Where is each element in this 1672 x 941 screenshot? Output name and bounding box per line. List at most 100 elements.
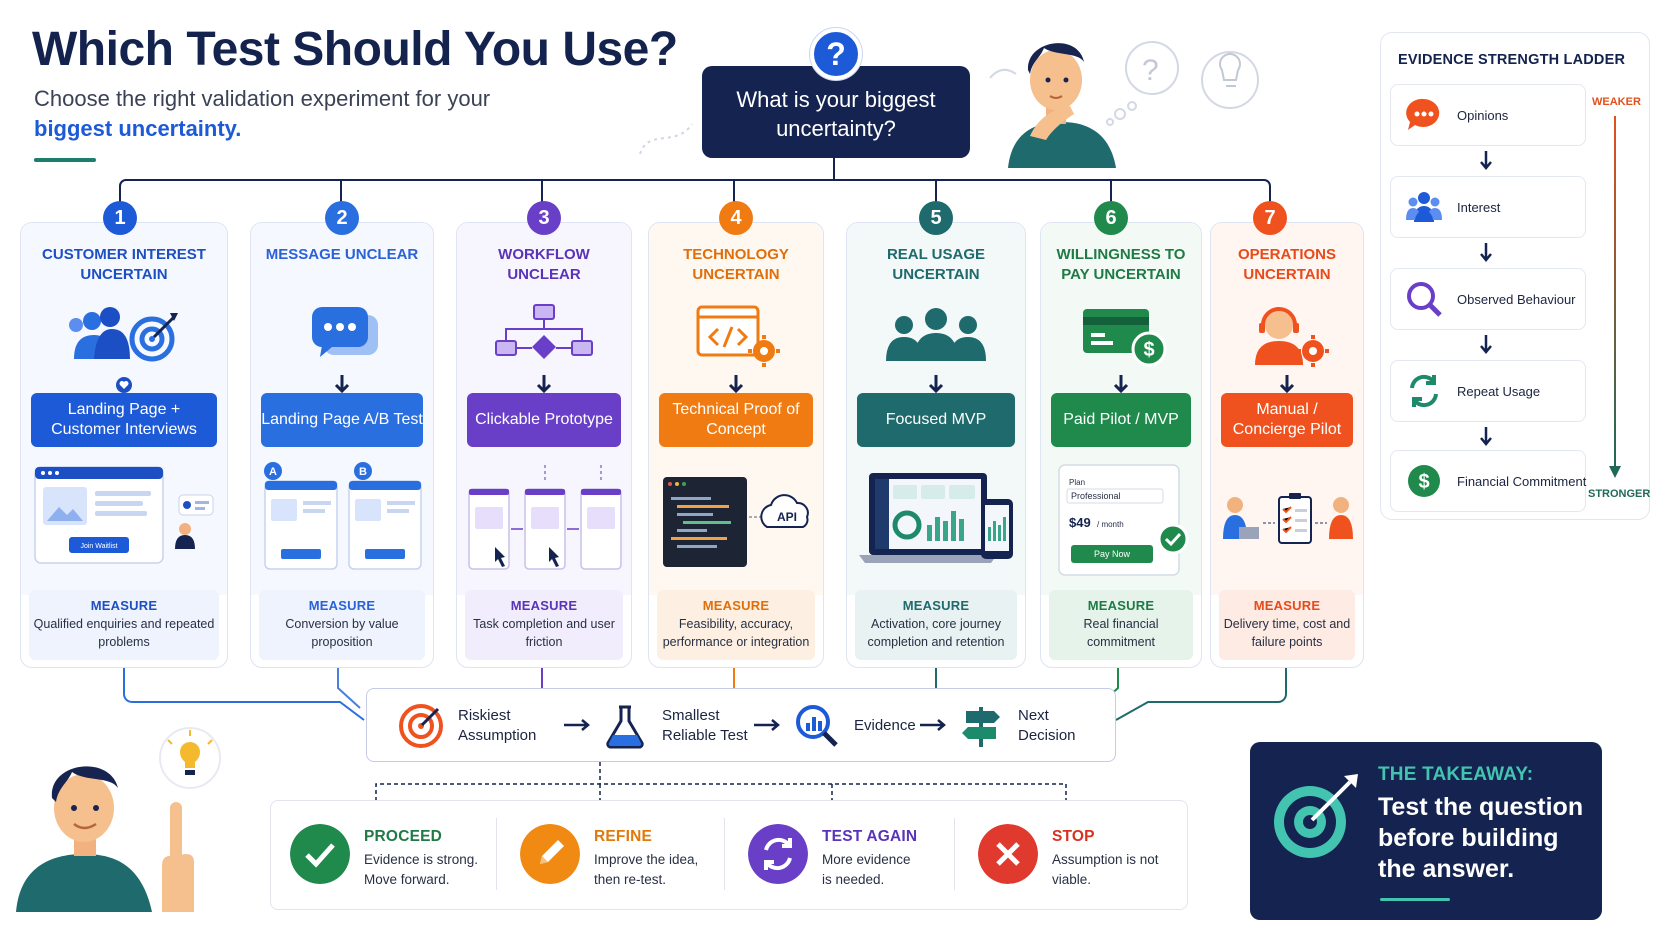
- ladder-rung-observed-behaviour: Observed Behaviour: [1390, 268, 1586, 330]
- outcome-text: More evidence is needed.: [822, 852, 911, 887]
- pencil-icon: [520, 824, 580, 884]
- measure-label: MEASURE: [902, 598, 970, 613]
- process-flow-box: [366, 688, 1116, 762]
- column-technology: TECHNOLOGY UNCERTAIN Technical Proof of …: [648, 222, 824, 668]
- column-message: MESSAGE UNCLEAR Landing Page A/B Test A …: [250, 222, 434, 668]
- plan-label: Plan: [1069, 478, 1085, 487]
- dollar-coin-icon: $: [1408, 465, 1440, 497]
- arrow-down-icon: [1480, 427, 1492, 446]
- arrow-down-icon: [1113, 375, 1129, 394]
- target-arrow-icon: [1274, 774, 1358, 858]
- subtitle-highlight: biggest uncertainty.: [34, 116, 242, 141]
- measure-box: MEASURE Qualified enquiries and repeated…: [29, 590, 219, 660]
- ladder-rung-opinions: Opinions: [1390, 84, 1586, 146]
- measure-label: MEASURE: [1253, 598, 1321, 613]
- page-title: Which Test Should You Use?: [32, 23, 678, 76]
- method-button: Manual / Concierge Pilot: [1221, 393, 1353, 447]
- x-circle-icon: [978, 824, 1038, 884]
- strength-gradient-arrow: [1609, 116, 1621, 478]
- measure-text: Task completion and user friction: [473, 617, 615, 649]
- heart-pin-icon: [116, 377, 132, 393]
- flask-icon: [606, 705, 644, 749]
- signpost-icon: [962, 707, 1000, 747]
- column-operations: OPERATIONS UNCERTAIN Manual / Concierge …: [1210, 222, 1364, 668]
- question-badge: ?: [810, 28, 862, 80]
- flow-step-smallest-reliable-test: Smallest Reliable Test: [602, 700, 758, 752]
- column-title: REAL USAGE UNCERTAIN: [886, 246, 986, 283]
- join-waitlist-label: Join Waitlist: [80, 543, 117, 550]
- measure-box: MEASURE Activation, core journey complet…: [855, 590, 1017, 660]
- flow-step-label: Riskiest Assumption: [458, 707, 537, 744]
- price-label: $49: [1069, 515, 1091, 530]
- outcome-test-again: TEST AGAIN More evidence is needed.: [748, 818, 918, 894]
- divider: [724, 818, 725, 890]
- pricing-card-illustration: Plan Professional $49 / month Pay Now: [1058, 464, 1189, 576]
- ab-test-illustration: A B: [264, 462, 422, 570]
- measure-label: MEASURE: [308, 598, 376, 613]
- outcome-text: Improve the idea, then re-test.: [594, 852, 699, 887]
- outcome-text: Evidence is strong. Move forward.: [364, 852, 479, 887]
- step-number-4: 4: [719, 201, 753, 235]
- step-number-5: 5: [919, 201, 953, 235]
- measure-text: Feasibility, accuracy, performance or in…: [662, 617, 810, 649]
- divider: [496, 818, 497, 890]
- workflow-diagram-icon: [495, 304, 593, 359]
- measure-label: MEASURE: [510, 598, 578, 613]
- arrow-down-icon: [1480, 243, 1492, 262]
- measure-label: MEASURE: [90, 598, 158, 613]
- column-title: WORKFLOW UNCLEAR: [498, 246, 590, 283]
- per-month-label: / month: [1097, 520, 1124, 529]
- people-icon: [1406, 192, 1442, 222]
- arrow-down-icon: [1480, 335, 1492, 354]
- svg-text:$: $: [1418, 471, 1429, 493]
- takeaway-underline: [1380, 898, 1450, 901]
- measure-text: Activation, core journey completion and …: [867, 617, 1005, 649]
- column-title: TECHNOLOGY UNCERTAIN: [683, 246, 789, 283]
- ladder-rung-interest: Interest: [1390, 176, 1586, 238]
- speech-bubble-icon: [1406, 98, 1440, 130]
- subtitle-text: Choose the right validation experiment f…: [34, 86, 491, 111]
- column-title: OPERATIONS UNCERTAIN: [1237, 246, 1337, 283]
- arrow-down-icon: [1279, 375, 1295, 394]
- api-label: API: [777, 510, 797, 524]
- arrow-right-icon: [564, 719, 590, 731]
- measure-text: Delivery time, cost and failure points: [1223, 617, 1351, 649]
- rung-label: Interest: [1457, 199, 1501, 215]
- arrow-down-icon: [1480, 151, 1492, 170]
- prototype-screens-illustration: [468, 465, 622, 570]
- weaker-label: WEAKER: [1592, 96, 1641, 108]
- flow-step-next-decision: Next Decision: [958, 700, 1088, 752]
- flow-step-label: Evidence: [854, 717, 916, 734]
- method-button: Paid Pilot / MVP: [1051, 393, 1191, 447]
- question-box: What is your biggest uncertainty?: [702, 66, 970, 158]
- takeaway-text: Test the question before building the an…: [1378, 793, 1584, 883]
- rung-label: Financial Commitment: [1457, 473, 1587, 489]
- step-number-6: 6: [1094, 201, 1128, 235]
- pay-now-label: Pay Now: [1094, 549, 1131, 559]
- column-workflow: WORKFLOW UNCLEAR Clickable Prototype MEA…: [456, 222, 632, 668]
- magnifier-icon: [1407, 282, 1442, 317]
- method-button: Landing Page A/B Test: [261, 393, 423, 447]
- rung-label: Opinions: [1457, 107, 1509, 123]
- code-api-illustration: API: [663, 477, 809, 567]
- magnifier-chart-icon: [796, 705, 838, 747]
- lightbulb-icon: [180, 742, 200, 775]
- flow-step-riskiest-assumption: Riskiest Assumption: [398, 700, 548, 752]
- measure-text: Real financial commitment: [1083, 617, 1159, 649]
- variant-a-label: A: [269, 466, 277, 478]
- method-button: Technical Proof of Concept: [659, 393, 813, 447]
- chat-bubble-icon: [312, 307, 378, 357]
- step-number-3: 3: [527, 201, 561, 235]
- connector-lines-bottom: [123, 668, 1287, 721]
- outcome-label: TEST AGAIN: [822, 828, 918, 845]
- measure-box: MEASURE Feasibility, accuracy, performan…: [657, 590, 815, 660]
- ladder-rung-financial-commitment: $ Financial Commitment: [1390, 450, 1586, 512]
- column-willingness-to-pay: WILLINGNESS TO PAY UNCERTAIN $ Paid Pilo…: [1040, 222, 1202, 668]
- method-button: Clickable Prototype: [467, 393, 621, 447]
- measure-box: MEASURE Task completion and user frictio…: [465, 590, 623, 660]
- step-number-1: 1: [103, 201, 137, 235]
- column-real-usage: REAL USAGE UNCERTAIN Focused MVP MEASURE…: [846, 222, 1026, 668]
- lightbulb-icon: [1219, 53, 1241, 87]
